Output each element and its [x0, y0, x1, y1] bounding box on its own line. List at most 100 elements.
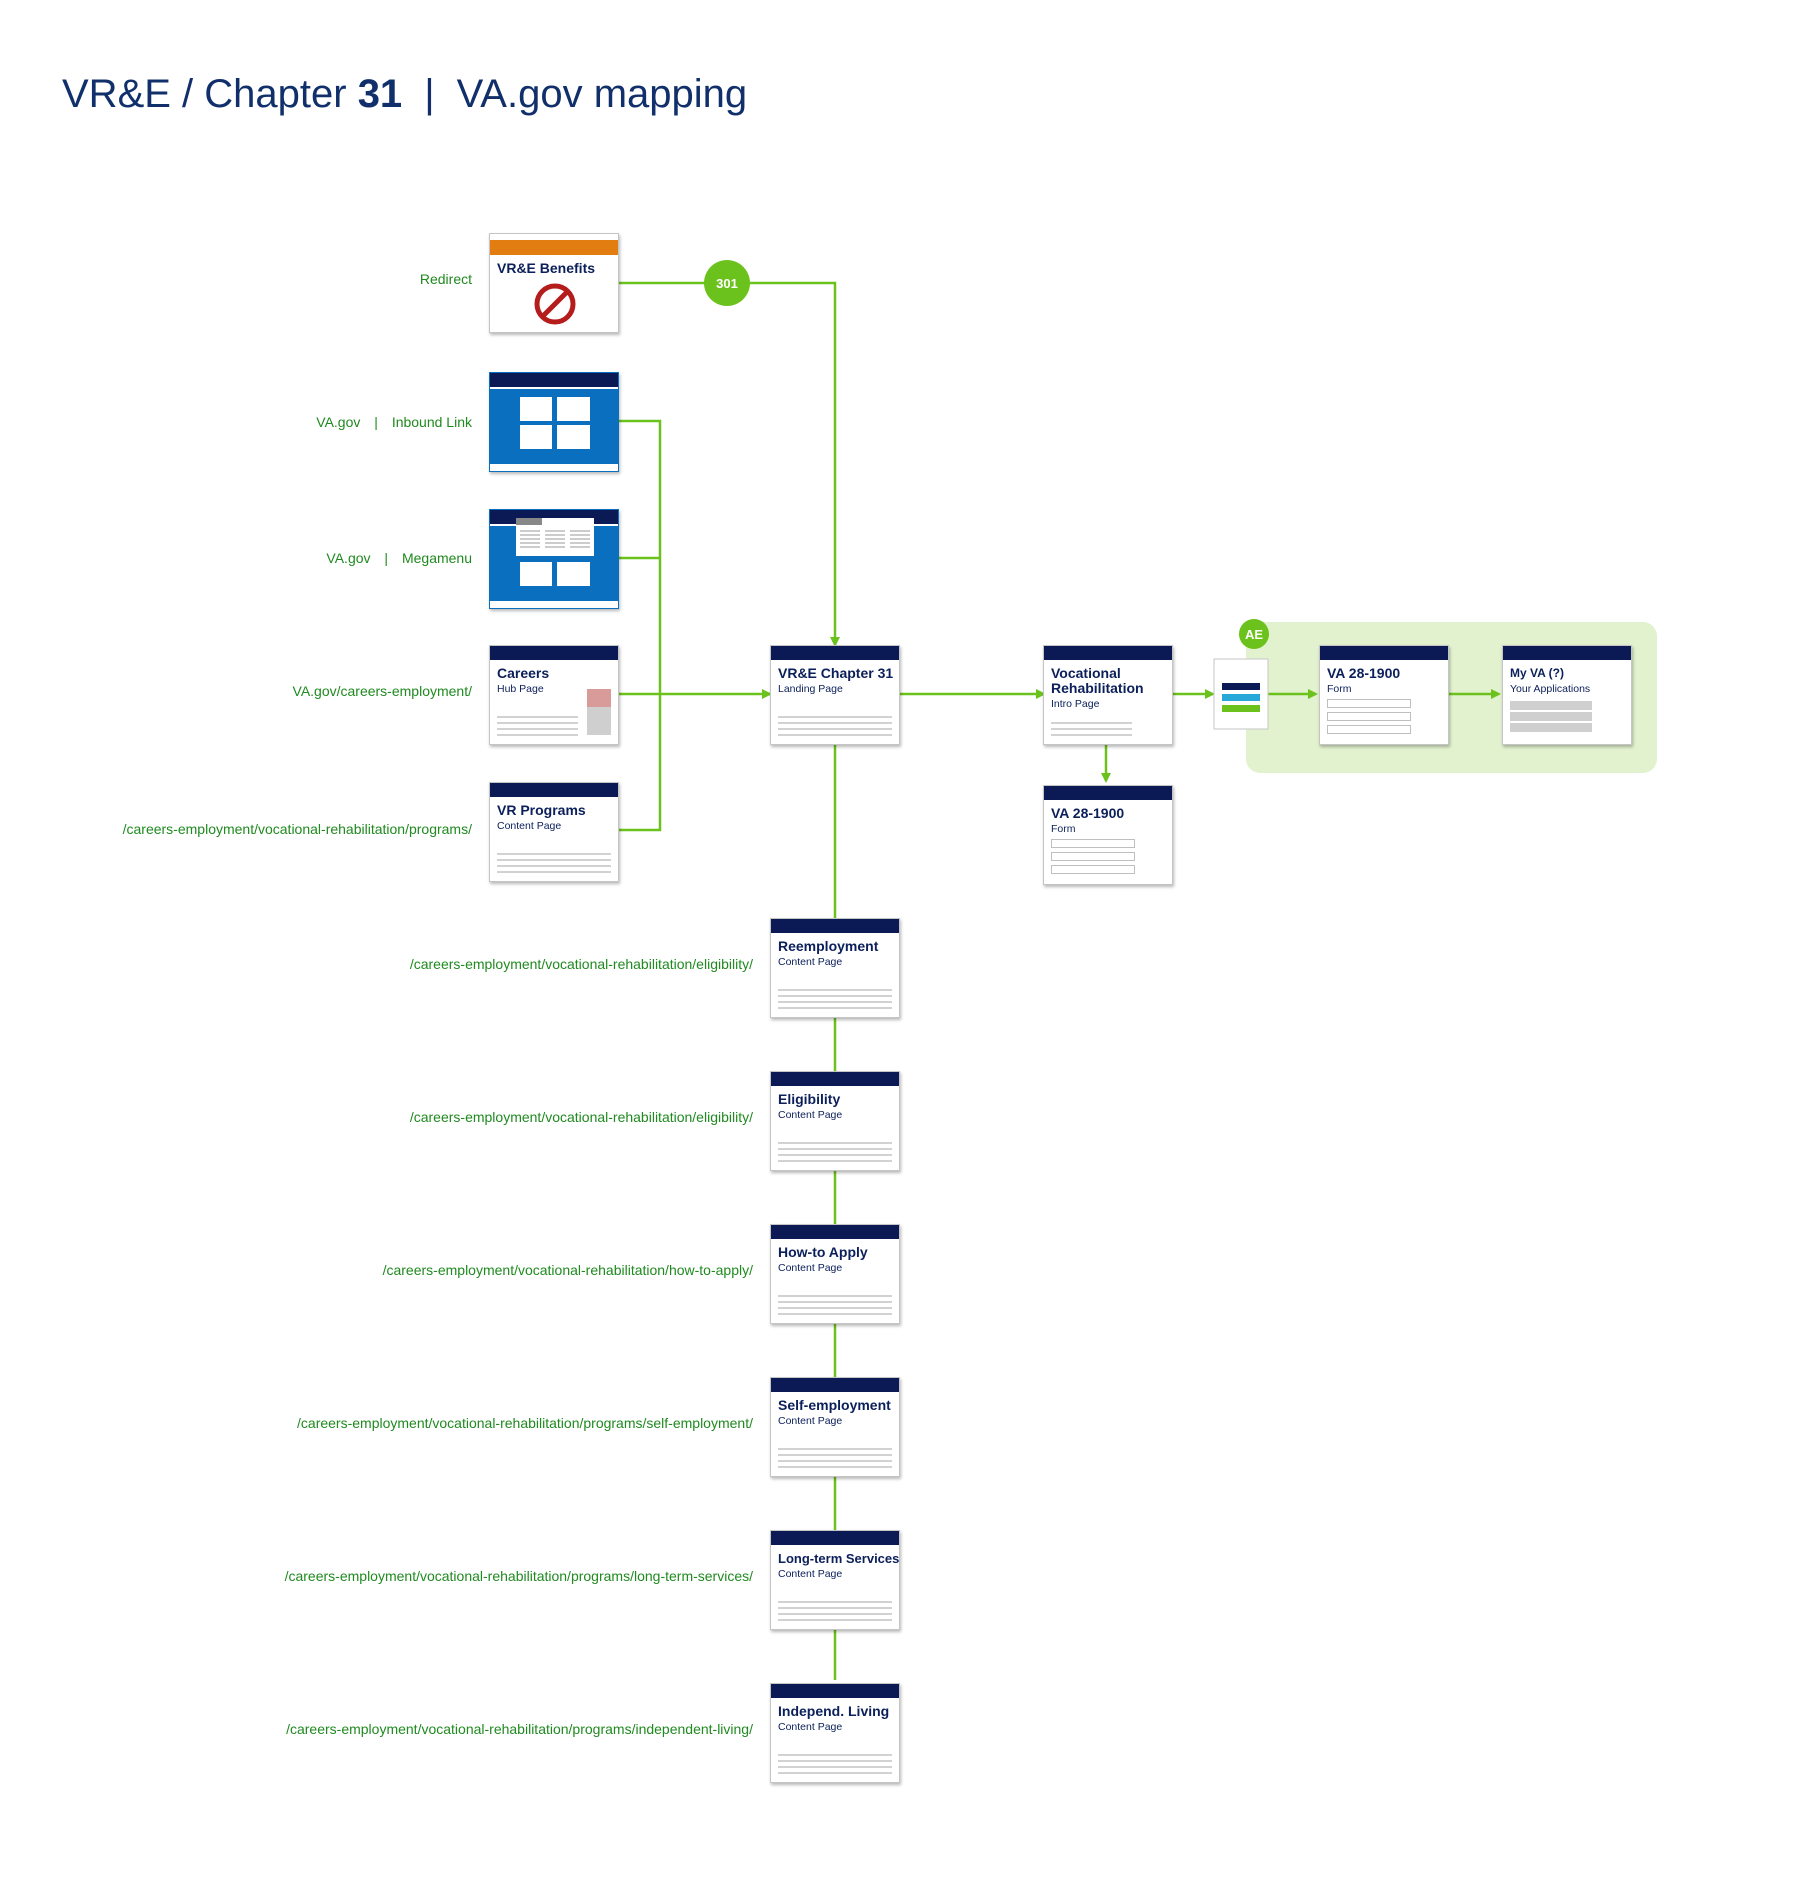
card-subtitle: Content Page	[778, 1109, 843, 1121]
form-field	[1327, 712, 1411, 721]
card-vagov-homepage[interactable]	[489, 372, 619, 472]
card-self-employment[interactable]: Self-employment Content Page	[770, 1377, 900, 1477]
card-title: Independ. Living	[778, 1703, 890, 1719]
card-voc-rehab-intro[interactable]: Vocational Rehabilitation Intro Page	[1043, 645, 1173, 745]
card-form-28-1900-authenticated[interactable]: VA 28-1900 Form	[1319, 645, 1449, 745]
card-title: My VA (?)	[1510, 666, 1564, 680]
title-number: 31	[357, 72, 403, 116]
text-lines	[778, 1750, 892, 1774]
redirect-connector	[619, 281, 840, 647]
title-separator: |	[424, 72, 435, 116]
card-subtitle: Content Page	[778, 1415, 843, 1427]
card-subtitle: Landing Page	[778, 683, 843, 695]
card-title: How-to Apply	[778, 1244, 868, 1260]
card-title: Long-term Services	[778, 1551, 900, 1566]
inbound-bracket	[619, 419, 662, 832]
card-subtitle: Form	[1051, 823, 1076, 835]
card-reemployment[interactable]: Reemployment Content Page	[770, 918, 900, 1018]
label-inbound-site: VA.gov	[316, 414, 361, 430]
card-eligibility[interactable]: Eligibility Content Page	[770, 1071, 900, 1171]
card-subtitle: Content Page	[778, 1568, 843, 1580]
card-navy-bar	[771, 1378, 899, 1392]
card-subtitle: Intro Page	[1051, 698, 1100, 710]
label-programs-url: /careers-employment/vocational-rehabilit…	[122, 821, 472, 837]
card-orange-bar	[490, 240, 618, 255]
card-landing-page[interactable]: VR&E Chapter 31 Landing Page	[770, 645, 900, 745]
label-longterm-url: /careers-employment/vocational-rehabilit…	[284, 1568, 753, 1584]
ae-badge	[1239, 619, 1269, 649]
grid-tiles-icon	[520, 397, 590, 451]
card-title: Reemployment	[778, 938, 879, 954]
card-navy-bar	[1320, 646, 1448, 660]
text-lines	[778, 985, 892, 1009]
text-lines	[778, 1597, 892, 1621]
card-title: VA 28-1900	[1051, 805, 1125, 821]
label-reemployment-url: /careers-employment/vocational-rehabilit…	[409, 956, 753, 972]
text-lines	[778, 1444, 892, 1468]
card-navy-bar	[1044, 646, 1172, 660]
text-lines	[778, 712, 892, 736]
label-inbound-pipe: |	[374, 414, 378, 430]
card-independent-living[interactable]: Independ. Living Content Page	[770, 1683, 900, 1783]
label-megamenu: VA.gov | Megamenu	[326, 550, 472, 566]
label-howto-url: /careers-employment/vocational-rehabilit…	[382, 1262, 753, 1278]
card-navy-bar	[490, 373, 618, 387]
hub-promo-block	[587, 689, 611, 707]
label-megamenu-site: VA.gov	[326, 550, 371, 566]
card-my-va[interactable]: My VA (?) Your Applications	[1502, 645, 1632, 745]
ae-badge-text: AE	[1245, 627, 1263, 642]
card-subtitle: Content Page	[778, 1721, 843, 1733]
label-independ-url: /careers-employment/vocational-rehabilit…	[286, 1721, 753, 1737]
text-lines	[778, 1138, 892, 1162]
card-navy-bar	[771, 646, 899, 660]
label-megamenu-text: Megamenu	[401, 550, 472, 566]
card-navy-bar	[771, 1225, 899, 1239]
card-navy-bar	[771, 1072, 899, 1086]
text-lines	[497, 712, 578, 736]
card-form-28-1900[interactable]: VA 28-1900 Form	[1043, 785, 1173, 885]
card-subtitle: Hub Page	[497, 683, 544, 695]
label-inbound-link: VA.gov | Inbound Link	[316, 414, 472, 430]
form-field	[1327, 699, 1411, 708]
card-title: Self-employment	[778, 1397, 891, 1413]
label-eligibility-url: /careers-employment/vocational-rehabilit…	[409, 1109, 753, 1125]
card-title: VR&E Chapter 31	[778, 665, 894, 681]
page-title: VR&E / Chapter 31 | VA.gov mapping	[62, 72, 747, 117]
card-title: Eligibility	[778, 1091, 841, 1107]
label-inbound-text: Inbound Link	[391, 414, 472, 430]
card-title: VR Programs	[497, 802, 586, 818]
card-subtitle: Content Page	[497, 820, 562, 832]
redirect-code-badge	[704, 260, 750, 306]
card-navy-bar	[771, 1684, 899, 1698]
card-navy-bar	[771, 919, 899, 933]
card-how-to-apply[interactable]: How-to Apply Content Page	[770, 1224, 900, 1324]
card-vre-benefits[interactable]: VR&E Benefits	[489, 233, 619, 333]
card-subtitle: Form	[1327, 683, 1352, 695]
title-suffix: VA.gov mapping	[456, 72, 748, 116]
card-title: VA 28-1900	[1327, 665, 1401, 681]
card-navy-bar	[490, 646, 618, 660]
form-field	[1051, 865, 1135, 874]
label-careers-url: VA.gov/careers-employment/	[292, 683, 472, 699]
applications-list	[1503, 701, 1631, 732]
card-vr-programs[interactable]: VR Programs Content Page	[489, 782, 619, 882]
card-careers-hub[interactable]: Careers Hub Page	[489, 645, 619, 745]
card-vagov-megamenu[interactable]	[489, 509, 619, 609]
megamenu-icon	[516, 518, 594, 556]
label-redirect: Redirect	[419, 271, 472, 287]
card-title: Careers	[497, 665, 550, 681]
card-title: VR&E Benefits	[497, 260, 596, 276]
card-subtitle: Content Page	[778, 1262, 843, 1274]
text-lines	[778, 1291, 892, 1315]
form-field	[1051, 839, 1135, 848]
label-megamenu-pipe: |	[384, 550, 389, 566]
card-navy-bar	[1044, 786, 1172, 800]
signin-stack-icon	[1213, 658, 1269, 730]
title-prefix: VR&E / Chapter	[62, 72, 358, 116]
no-entry-icon	[534, 283, 576, 325]
card-long-term-services[interactable]: Long-term Services Content Page	[770, 1530, 900, 1630]
form-field	[1051, 852, 1135, 861]
card-navy-bar	[490, 783, 618, 797]
form-field	[1327, 725, 1411, 734]
